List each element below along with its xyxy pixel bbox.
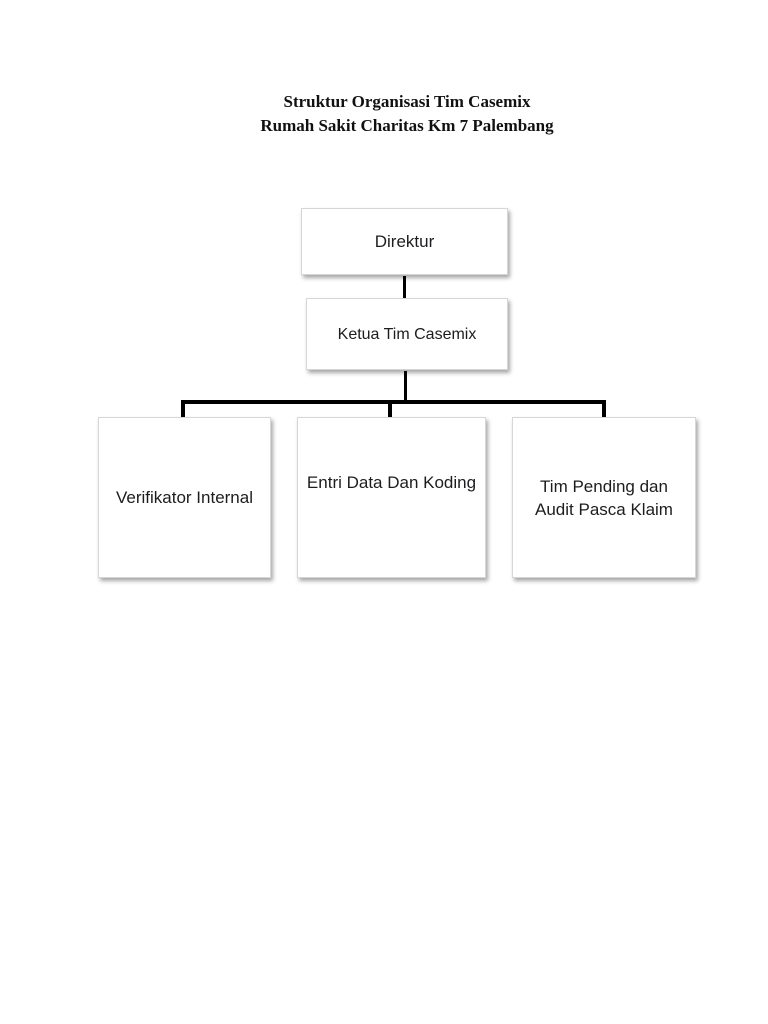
org-node-verifikator-internal: Verifikator Internal bbox=[98, 417, 271, 578]
org-node-tim-pending-audit: Tim Pending dan Audit Pasca Klaim bbox=[512, 417, 696, 578]
org-node-entri-data-label: Entri Data Dan Koding bbox=[306, 473, 477, 492]
org-node-ketua-label: Ketua Tim Casemix bbox=[337, 325, 477, 343]
connector-drop-tim-pending bbox=[602, 403, 606, 418]
org-node-verifikator-label: Verifikator Internal bbox=[115, 488, 253, 507]
org-node-entri-data-dan-koding: Entri Data Dan Koding bbox=[297, 417, 486, 578]
connector-direktur-ketua bbox=[403, 276, 406, 299]
connector-drop-entri-data bbox=[388, 403, 392, 418]
page-title: Struktur Organisasi Tim Casemix Rumah Sa… bbox=[100, 90, 714, 138]
org-node-tim-pending-label: Tim Pending dan Audit Pasca Klaim bbox=[535, 476, 673, 519]
page-title-line-1: Struktur Organisasi Tim Casemix bbox=[283, 92, 531, 111]
org-node-direktur-label: Direktur bbox=[374, 232, 435, 251]
org-node-direktur: Direktur bbox=[301, 208, 508, 275]
connector-drop-verifikator bbox=[181, 403, 185, 418]
connector-ketua-stub bbox=[404, 371, 407, 402]
connector-horizontal-bar bbox=[181, 400, 606, 404]
org-node-ketua-tim-casemix: Ketua Tim Casemix bbox=[306, 298, 508, 370]
page-title-line-2: Rumah Sakit Charitas Km 7 Palembang bbox=[260, 116, 554, 135]
